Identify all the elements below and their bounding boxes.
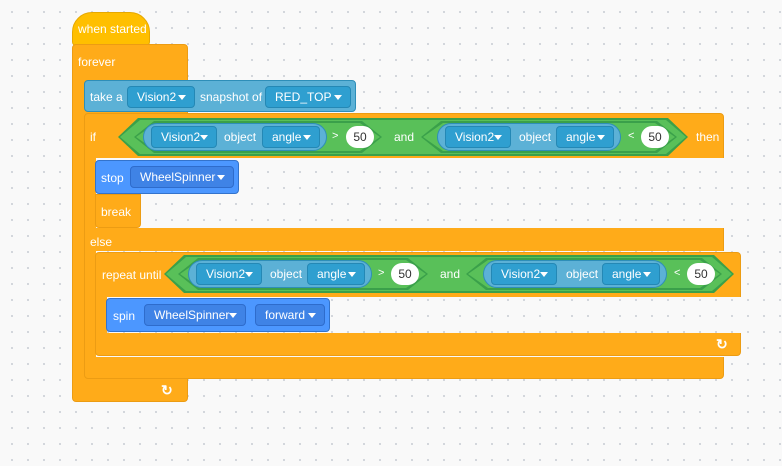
if-left-prop-dropdown[interactable]: angle	[262, 126, 320, 148]
chevron-down-icon	[303, 135, 311, 140]
repeat-left-prop-dropdown[interactable]: angle	[307, 263, 365, 285]
if-left-sensor-value: Vision2	[161, 130, 201, 144]
repeat-right-sensor-value: Vision2	[501, 267, 541, 281]
repeat-until-label: repeat until	[102, 268, 162, 282]
repeat-left-sensor-dropdown[interactable]: Vision2	[196, 263, 262, 285]
chevron-down-icon	[540, 272, 548, 277]
break-label: break	[101, 205, 132, 219]
stop-motor-dropdown[interactable]: WheelSpinner	[130, 166, 234, 188]
if-left-prop-value: angle	[272, 130, 302, 144]
break-block[interactable]: break	[95, 194, 141, 228]
take-a-label: take a	[90, 90, 123, 104]
chevron-down-icon	[200, 135, 208, 140]
chevron-down-icon	[229, 313, 237, 318]
repeat-and-label: and	[440, 267, 461, 281]
if-and-label: and	[394, 130, 415, 144]
sensor-dropdown-value: Vision2	[137, 90, 177, 104]
chevron-down-icon	[217, 175, 225, 180]
if-right-object-label: object	[519, 130, 552, 144]
repeat-left-object-reporter[interactable]: Vision2 object angle	[188, 260, 372, 288]
stop-motor-block[interactable]: stop WheelSpinner	[95, 160, 239, 194]
repeat-right-operator: <	[674, 267, 681, 279]
spin-label: spin	[113, 309, 136, 323]
chevron-down-icon	[245, 272, 253, 277]
repeat-right-object-label: object	[566, 267, 599, 281]
forever-label: forever	[78, 55, 116, 69]
chevron-down-icon	[494, 135, 502, 140]
if-right-value-input[interactable]: 50	[641, 126, 669, 148]
repeat-right-object-reporter[interactable]: Vision2 object angle	[483, 260, 667, 288]
loop-arrow-icon: ↻	[716, 336, 728, 352]
take-snapshot-block[interactable]: take a Vision2 snapshot of RED_TOP	[84, 80, 356, 112]
chevron-down-icon	[334, 95, 342, 100]
if-left-object-label: object	[224, 130, 257, 144]
repeat-left-object-label: object	[270, 267, 303, 281]
if-left-sensor-dropdown[interactable]: Vision2	[151, 126, 217, 148]
if-right-prop-dropdown[interactable]: angle	[556, 126, 614, 148]
if-right-prop-value: angle	[566, 130, 596, 144]
chevron-down-icon	[178, 95, 186, 100]
if-left-value-input[interactable]: 50	[346, 126, 374, 148]
when-started-label: when started	[78, 22, 147, 36]
chevron-down-icon	[643, 272, 651, 277]
spin-motor-dropdown[interactable]: WheelSpinner	[144, 304, 246, 326]
if-right-sensor-value: Vision2	[455, 130, 495, 144]
if-right-operator: <	[628, 130, 635, 142]
spin-direction-value: forward	[265, 308, 306, 322]
repeat-left-prop-value: angle	[317, 267, 347, 281]
chevron-down-icon	[597, 135, 605, 140]
stop-label: stop	[101, 171, 124, 185]
signature-dropdown[interactable]: RED_TOP	[265, 86, 351, 108]
repeat-left-operator: >	[378, 267, 385, 279]
if-right-sensor-dropdown[interactable]: Vision2	[445, 126, 511, 148]
spin-direction-dropdown[interactable]: forward	[255, 304, 325, 326]
snapshot-of-label: snapshot of	[200, 90, 263, 104]
repeat-right-sensor-dropdown[interactable]: Vision2	[491, 263, 557, 285]
repeat-left-value-input[interactable]: 50	[391, 263, 419, 285]
if-left-object-reporter[interactable]: Vision2 object angle	[143, 123, 327, 151]
signature-dropdown-value: RED_TOP	[275, 90, 332, 104]
chevron-down-icon	[308, 313, 316, 318]
repeat-right-prop-dropdown[interactable]: angle	[602, 263, 660, 285]
if-right-object-reporter[interactable]: Vision2 object angle	[437, 123, 621, 151]
when-started-block[interactable]: when started	[72, 12, 150, 46]
repeat-right-prop-value: angle	[612, 267, 642, 281]
if-label: if	[90, 130, 96, 144]
repeat-left-sensor-value: Vision2	[206, 267, 246, 281]
spin-motor-value: WheelSpinner	[154, 308, 230, 322]
spin-motor-block[interactable]: spin WheelSpinner forward	[106, 298, 330, 332]
then-label: then	[696, 130, 720, 144]
chevron-down-icon	[348, 272, 356, 277]
loop-arrow-icon: ↻	[161, 382, 173, 398]
sensor-dropdown[interactable]: Vision2	[127, 86, 195, 108]
repeat-right-value-input[interactable]: 50	[687, 263, 715, 285]
else-label: else	[90, 235, 113, 249]
stop-motor-value: WheelSpinner	[140, 170, 216, 184]
if-left-operator: >	[332, 130, 339, 142]
